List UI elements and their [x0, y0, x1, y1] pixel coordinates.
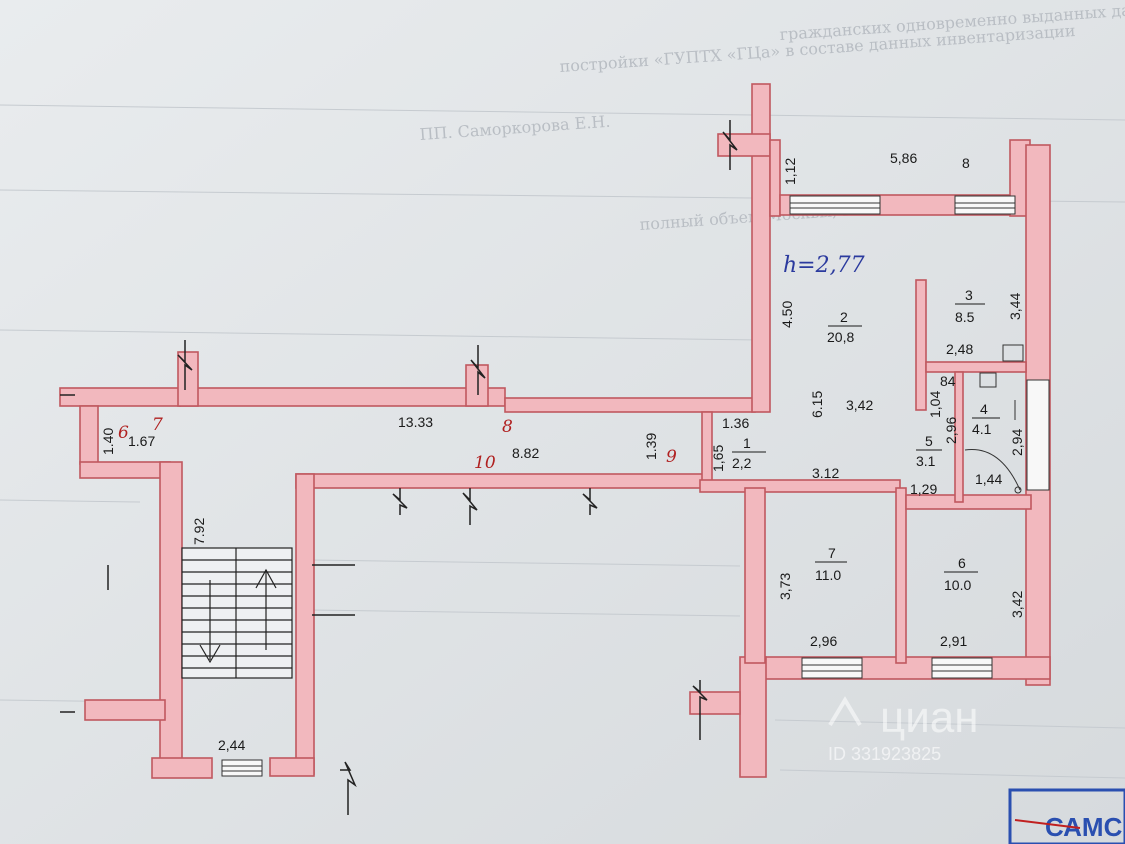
dimension-label: 6.15	[809, 391, 825, 418]
room-area: 3.1	[916, 453, 936, 469]
dimension-label: 1.36	[722, 415, 749, 431]
dimension-label: 3,73	[777, 573, 793, 600]
dimension-label: 3.12	[812, 465, 839, 481]
dimension-label: 8.82	[512, 445, 539, 461]
dimension-label: 3,42	[846, 397, 873, 413]
ceiling-height-note: h=2,77	[783, 253, 865, 278]
dimension-label: 1.67	[128, 433, 155, 449]
room-area: 8.5	[955, 309, 975, 325]
room-number: 4	[980, 401, 988, 417]
dimension-label: 1,65	[710, 445, 726, 472]
room-7: 7 11.0	[815, 545, 847, 583]
dimension-label: 3,42	[1009, 591, 1025, 618]
room-2: 2 20,8	[827, 309, 862, 345]
annotation-mark: 9	[666, 447, 677, 467]
room-area: 2,2	[732, 455, 752, 471]
balcony-length: 5,86	[890, 150, 917, 166]
room-area: 20,8	[827, 329, 854, 345]
dimension-label: 1,04	[927, 391, 943, 418]
balcony: 5,86 8 1,12	[782, 150, 970, 185]
room-5: 5 3.1	[916, 433, 942, 469]
dimension-label: 2,48	[946, 341, 973, 357]
annotation-mark: 8	[502, 417, 513, 437]
dimension-label: 1,44	[975, 471, 1002, 487]
room-number: 5	[925, 433, 933, 449]
dimension-label: 3,44	[1007, 293, 1023, 320]
room-number: 2	[840, 309, 848, 325]
dimension-label: 2,96	[943, 417, 959, 444]
annotation-mark: 6	[118, 423, 129, 443]
dimension-label: 7.92	[191, 518, 207, 545]
red-annotations: 6 7 8 9 10	[118, 415, 677, 473]
dimension-label: 4.50	[779, 301, 795, 328]
dimension-label: 2,44	[218, 737, 245, 753]
room-number: 6	[958, 555, 966, 571]
room-number: 1	[743, 435, 751, 451]
room-6: 6 10.0	[944, 555, 978, 593]
room-1: 1 2,2	[732, 435, 766, 471]
dimension-label: 2,94	[1009, 429, 1025, 456]
watermark: циан ID 331923825	[828, 693, 979, 764]
room-number: 7	[828, 545, 836, 561]
dimension-labels: 13.33 8.82 1.67 1.40 7.92 2,44 4.50 6.15…	[100, 293, 1025, 753]
room-area: 10.0	[944, 577, 971, 593]
dimension-label: 84	[940, 373, 956, 389]
staircase	[181, 547, 293, 679]
dimension-label: 1.40	[100, 428, 116, 455]
room-area: 11.0	[815, 567, 841, 583]
wall-break-marks	[60, 120, 738, 815]
plumbing-fixtures	[964, 344, 1024, 494]
room-3: 3 8.5	[955, 287, 985, 325]
windows	[221, 195, 1050, 777]
room-area: 4.1	[972, 421, 992, 437]
annotation-mark: 7	[152, 415, 163, 435]
dimension-label: 2,91	[940, 633, 967, 649]
dimension-label: 1.39	[643, 433, 659, 460]
annotation-mark: 10	[474, 453, 496, 473]
watermark-id: ID 331923825	[828, 744, 941, 764]
stamp: САМС	[1008, 788, 1125, 844]
room-number: 3	[965, 287, 973, 303]
balcony-number: 8	[962, 155, 970, 171]
watermark-brand: циан	[880, 693, 979, 742]
dimension-label: 13.33	[398, 414, 433, 430]
room-4: 4 4.1	[972, 401, 1000, 437]
stamp-text: САМС	[1045, 812, 1123, 842]
dimension-label: 1,29	[910, 481, 937, 497]
dimension-label: 2,96	[810, 633, 837, 649]
balcony-depth: 1,12	[782, 158, 798, 185]
